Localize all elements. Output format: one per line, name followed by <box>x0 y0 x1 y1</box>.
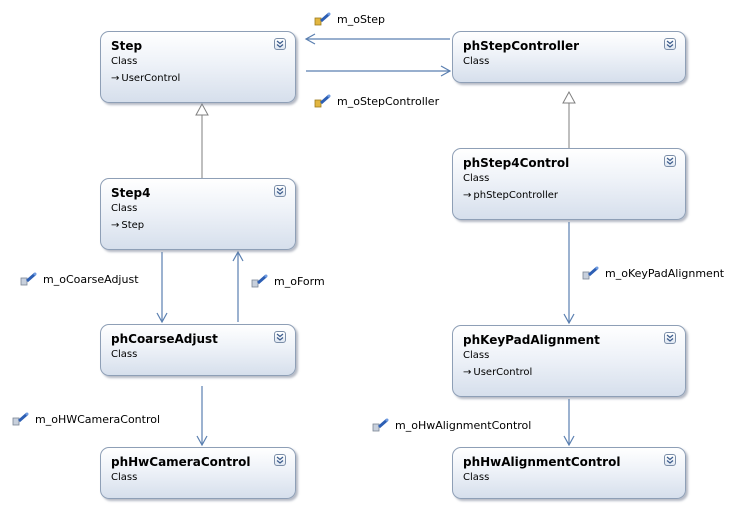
class-shape-phcoarseadjust[interactable]: phCoarseAdjust Class <box>100 324 296 376</box>
association-label-m-oCoarseAdjust[interactable]: m_oCoarseAdjust <box>20 272 139 286</box>
class-kind: Class <box>463 472 490 483</box>
collapse-chevron-icon[interactable] <box>664 332 676 344</box>
inherits-arrow-icon: → <box>111 220 120 231</box>
field-icon <box>20 272 37 286</box>
collapse-chevron-icon[interactable] <box>274 185 286 197</box>
class-shape-phhwalignmentcontrol[interactable]: phHwAlignmentControl Class <box>452 447 686 499</box>
class-name: phCoarseAdjust <box>111 332 218 346</box>
base-class: →UserControl <box>463 367 532 378</box>
collapse-chevron-icon[interactable] <box>274 38 286 50</box>
collapse-chevron-icon[interactable] <box>664 454 676 466</box>
class-shape-step4[interactable]: Step4 Class →Step <box>100 178 296 250</box>
class-kind: Class <box>111 349 138 360</box>
class-kind: Class <box>111 472 138 483</box>
field-icon <box>372 418 389 432</box>
class-shape-step[interactable]: Step Class →UserControl <box>100 31 296 103</box>
class-name: phHwCameraControl <box>111 455 251 469</box>
collapse-chevron-icon[interactable] <box>274 454 286 466</box>
class-name: Step4 <box>111 186 151 200</box>
association-label-m-oHwAlignmentControl[interactable]: m_oHwAlignmentControl <box>372 418 531 432</box>
class-shape-phstep4control[interactable]: phStep4Control Class →phStepController <box>452 148 686 220</box>
association-label-m-oStep[interactable]: m_oStep <box>314 12 385 26</box>
class-kind: Class <box>111 203 138 214</box>
association-name: m_oCoarseAdjust <box>43 272 139 286</box>
class-kind: Class <box>111 56 138 67</box>
association-name: m_oKeyPadAlignment <box>605 266 725 280</box>
association-label-m-oHWCameraControl[interactable]: m_oHWCameraControl <box>12 412 160 426</box>
association-name: m_oForm <box>274 274 325 288</box>
base-class-name: UserControl <box>473 367 533 378</box>
class-name: phHwAlignmentControl <box>463 455 621 469</box>
base-class: →Step <box>111 220 144 231</box>
field-icon <box>314 94 331 108</box>
class-kind: Class <box>463 173 490 184</box>
collapse-chevron-icon[interactable] <box>664 38 676 50</box>
class-name: phStep4Control <box>463 156 570 170</box>
base-class-name: UserControl <box>121 73 181 84</box>
base-class-name: Step <box>121 220 145 231</box>
class-name: phKeyPadAlignment <box>463 333 600 347</box>
base-class: →UserControl <box>111 73 180 84</box>
class-kind: Class <box>463 56 490 67</box>
collapse-chevron-icon[interactable] <box>274 331 286 343</box>
field-icon <box>12 412 29 426</box>
inheritance-arrowhead <box>195 102 209 116</box>
field-icon <box>582 266 599 280</box>
class-shape-phstepcontroller[interactable]: phStepController Class <box>452 31 686 83</box>
class-kind: Class <box>463 350 490 361</box>
association-name: m_oStepController <box>337 94 440 108</box>
class-shape-phkeypadalignment[interactable]: phKeyPadAlignment Class →UserControl <box>452 325 686 397</box>
association-name: m_oHWCameraControl <box>35 412 161 426</box>
class-name: Step <box>111 39 143 53</box>
field-icon <box>314 12 331 26</box>
class-name: phStepController <box>463 39 580 53</box>
association-label-m-oKeyPadAlignment[interactable]: m_oKeyPadAlignment <box>582 266 724 280</box>
base-class-name: phStepController <box>473 190 559 201</box>
association-label-m-oStepController[interactable]: m_oStepController <box>314 94 439 108</box>
inheritance-arrowhead <box>562 90 576 104</box>
class-shape-phhwcameracontrol[interactable]: phHwCameraControl Class <box>100 447 296 499</box>
collapse-chevron-icon[interactable] <box>664 155 676 167</box>
inherits-arrow-icon: → <box>111 73 120 84</box>
inherits-arrow-icon: → <box>463 190 472 201</box>
base-class: →phStepController <box>463 190 558 201</box>
association-name: m_oStep <box>337 12 385 26</box>
association-label-m-oForm[interactable]: m_oForm <box>251 274 325 288</box>
association-name: m_oHwAlignmentControl <box>395 418 532 432</box>
field-icon <box>251 274 268 288</box>
inherits-arrow-icon: → <box>463 367 472 378</box>
